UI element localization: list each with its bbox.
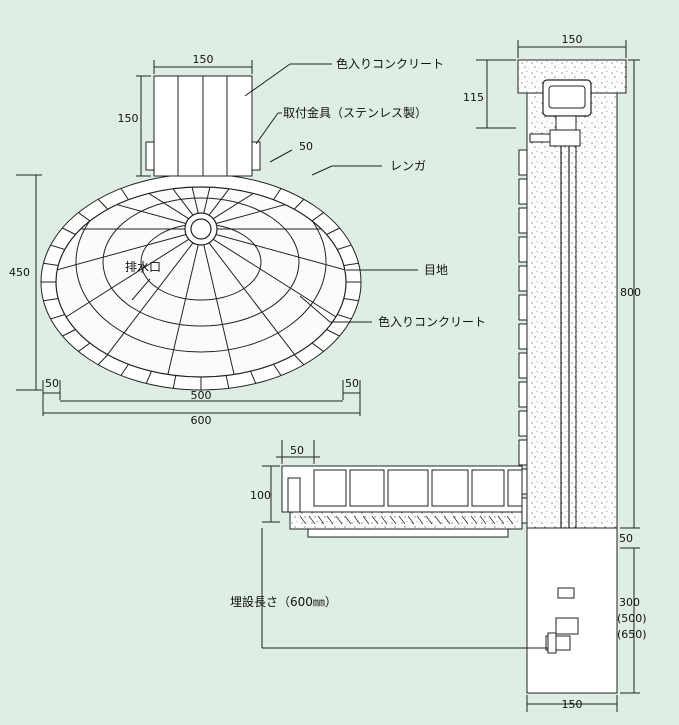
drain-label: 排水口 bbox=[125, 260, 161, 274]
dim-cap-height: 115 bbox=[463, 91, 484, 104]
dim-footing: 50 bbox=[619, 532, 633, 545]
base-concrete bbox=[290, 512, 522, 529]
edge-tile bbox=[288, 478, 300, 512]
callout-joint: 目地 bbox=[424, 263, 448, 277]
elevation-view: 150 115 800 50 100 50 300 (500) (650) bbox=[230, 33, 647, 712]
gravel-layer bbox=[308, 529, 508, 537]
post-body bbox=[527, 93, 617, 528]
dim-elev-top-width: 150 bbox=[562, 33, 583, 46]
callout-mounting-bracket: 取付金具（ステンレス製） bbox=[283, 105, 427, 120]
callout-colored-concrete-top: 色入りコンクリート bbox=[336, 57, 444, 71]
callout-colored-concrete-bottom: 色入りコンクリート bbox=[378, 315, 486, 329]
dim-inner-width: 500 bbox=[191, 389, 212, 402]
dim-total-height: 800 bbox=[620, 286, 641, 299]
dim-buried-main: 300 bbox=[619, 596, 640, 609]
dim-buried-alt2: (650) bbox=[617, 628, 647, 641]
callout-buried-length: 埋設長さ（600㎜） bbox=[230, 594, 337, 609]
bracket-right bbox=[252, 142, 260, 170]
callout-brick: レンガ bbox=[390, 159, 426, 173]
dim-base-height: 100 bbox=[250, 489, 271, 502]
dim-side-width: 50 bbox=[290, 444, 304, 457]
dim-joint-width: 50 bbox=[299, 140, 313, 153]
dim-top-block-depth: 150 bbox=[118, 112, 139, 125]
dim-top-block-width: 150 bbox=[193, 53, 214, 66]
dim-bottom-width: 150 bbox=[562, 698, 583, 711]
base-bricks bbox=[314, 470, 522, 506]
dim-overall-depth: 450 bbox=[9, 266, 30, 279]
buried-section bbox=[527, 528, 617, 693]
drain-icon bbox=[185, 213, 217, 245]
dim-left-margin: 50 bbox=[45, 377, 59, 390]
dim-buried-alt1: (500) bbox=[617, 612, 647, 625]
bracket-left bbox=[146, 142, 154, 170]
dim-overall-width: 600 bbox=[191, 414, 212, 427]
plan-view: 150 150 450 50 50 500 600 排水口 bbox=[0, 32, 461, 427]
dim-right-margin: 50 bbox=[345, 377, 359, 390]
